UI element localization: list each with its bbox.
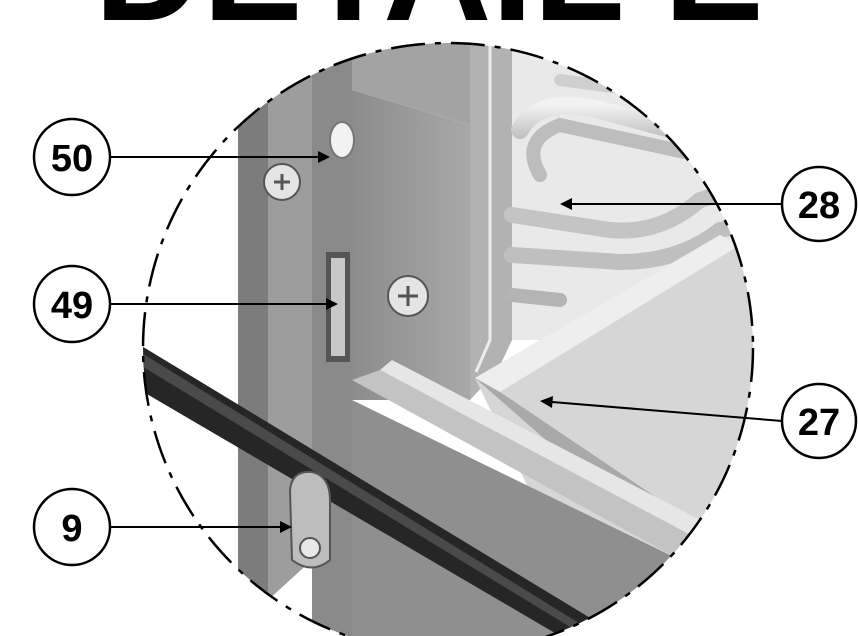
svg-text:27: 27 (798, 402, 840, 444)
outer-wall (238, 43, 268, 636)
svg-text:28: 28 (798, 185, 840, 227)
callout-49: 49 (32, 264, 338, 344)
callout-9: 9 (32, 487, 292, 567)
callout-50: 50 (32, 117, 330, 197)
hole-50 (329, 121, 355, 159)
screw-upper (263, 163, 301, 201)
gasket (143, 345, 620, 636)
bracket-9 (288, 470, 331, 569)
svg-text:9: 9 (61, 508, 82, 550)
side-panel (352, 90, 470, 400)
svg-text:49: 49 (51, 285, 93, 327)
front-rail (352, 370, 700, 560)
callout-27: 27 (540, 382, 858, 460)
svg-text:50: 50 (51, 138, 93, 180)
detail-title: DETAIL E (94, 0, 764, 52)
detail-circle (141, 41, 755, 636)
callout-28: 28 (560, 165, 858, 243)
detail-view-content (143, 43, 753, 636)
screw-middle (387, 275, 429, 317)
